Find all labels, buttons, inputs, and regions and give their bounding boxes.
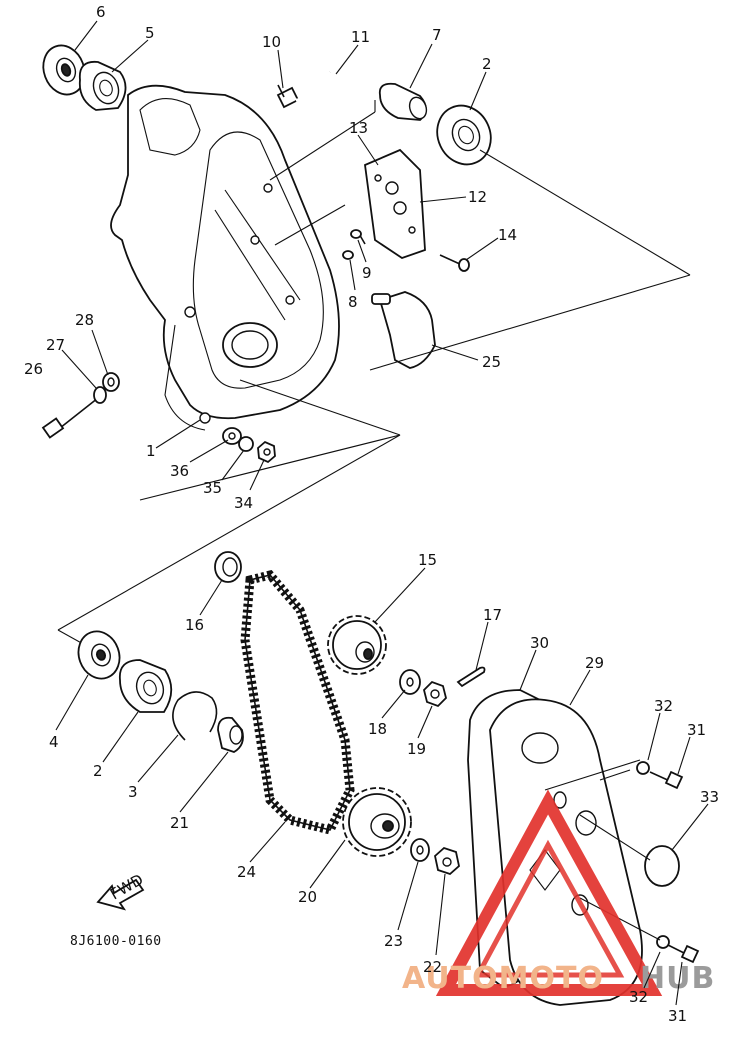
washer-32-upper (636, 761, 650, 775)
bearing-5 (78, 60, 127, 111)
callout-25: 25 (482, 353, 501, 371)
washer-18 (399, 669, 421, 695)
bearing-2-lower (118, 659, 173, 713)
callout-22: 22 (423, 958, 442, 976)
watermark-logo: AUTOMOTO HUB (402, 789, 715, 996)
collar-7 (378, 82, 428, 121)
hose-11 (295, 70, 338, 102)
callout-18: 18 (368, 720, 387, 738)
bolt-14 (439, 254, 470, 272)
callout-32-upper: 32 (654, 697, 673, 715)
bolt-31-upper (649, 770, 684, 790)
callout-3: 3 (128, 783, 138, 801)
callout-14: 14 (498, 226, 517, 244)
screw-9 (350, 229, 366, 245)
callout-7: 7 (432, 26, 442, 44)
callout-23: 23 (384, 932, 403, 950)
watermark-text-b: HUB (640, 961, 715, 996)
callout-1: 1 (146, 442, 156, 460)
callout-35: 35 (203, 479, 222, 497)
callout-36: 36 (170, 462, 189, 480)
callout-28: 28 (75, 311, 94, 329)
callout-2-upper: 2 (482, 55, 492, 73)
bolt-26 (41, 397, 99, 439)
callout-34: 34 (234, 494, 253, 512)
nut-19 (423, 680, 447, 708)
callout-5: 5 (145, 24, 155, 42)
callout-leaders (55, 20, 709, 1006)
washer-28 (102, 372, 120, 392)
washer-35 (238, 436, 254, 452)
callout-19: 19 (407, 740, 426, 758)
cotter-pin-17 (456, 666, 486, 688)
callout-21: 21 (170, 814, 189, 832)
callout-26: 26 (24, 360, 43, 378)
chain-24 (240, 569, 355, 836)
callout-numbers: 6 5 10 11 7 2 13 12 14 9 8 25 28 27 26 1… (24, 3, 719, 1025)
tensioner-25 (371, 291, 436, 369)
callout-13: 13 (349, 119, 368, 137)
bolt-31-lower (667, 944, 700, 964)
callout-30: 30 (530, 634, 549, 652)
callout-17: 17 (483, 606, 502, 624)
callout-31-upper: 31 (687, 721, 706, 739)
plate-12-13 (364, 148, 426, 259)
washer-32-lower (656, 935, 670, 949)
callout-9: 9 (362, 264, 372, 282)
callout-4: 4 (49, 733, 59, 751)
drawing-code: 8J6100-0160 (70, 934, 162, 949)
lower-leader-lines (544, 759, 661, 941)
chain-case-1 (110, 84, 340, 431)
bearing-6 (42, 44, 86, 96)
callout-6: 6 (96, 3, 106, 21)
callout-11: 11 (351, 28, 370, 46)
callout-29: 29 (585, 654, 604, 672)
callout-32-lower: 32 (629, 988, 648, 1006)
upper-leader-lines (57, 100, 691, 646)
plug-33 (644, 845, 680, 887)
sprocket-20 (342, 787, 412, 857)
callout-27: 27 (46, 336, 65, 354)
bearing-4 (77, 630, 121, 680)
nut-34 (257, 440, 276, 464)
callout-31-lower: 31 (668, 1007, 687, 1025)
fwd-arrow-icon: FWD (96, 870, 146, 911)
callout-10: 10 (262, 33, 281, 51)
callout-20: 20 (298, 888, 317, 906)
callout-12: 12 (468, 188, 487, 206)
callout-2-lower: 2 (93, 762, 103, 780)
callout-33: 33 (700, 788, 719, 806)
sensor-10 (276, 84, 300, 109)
bearing-2-upper (436, 104, 492, 166)
callout-16: 16 (185, 616, 204, 634)
collar-16 (214, 551, 242, 583)
watermark-text-a: AUTOMOTO (402, 961, 604, 996)
washer-27 (93, 386, 107, 404)
nut-22 (434, 846, 460, 876)
callout-15: 15 (418, 551, 437, 569)
collar-21 (217, 716, 244, 753)
sprocket-15 (327, 615, 387, 675)
circlip-3 (172, 691, 218, 741)
cover-29 (489, 698, 643, 1006)
washer-23 (410, 838, 430, 862)
callout-24: 24 (237, 863, 256, 881)
callout-8: 8 (348, 293, 358, 311)
washer-8 (342, 250, 354, 260)
